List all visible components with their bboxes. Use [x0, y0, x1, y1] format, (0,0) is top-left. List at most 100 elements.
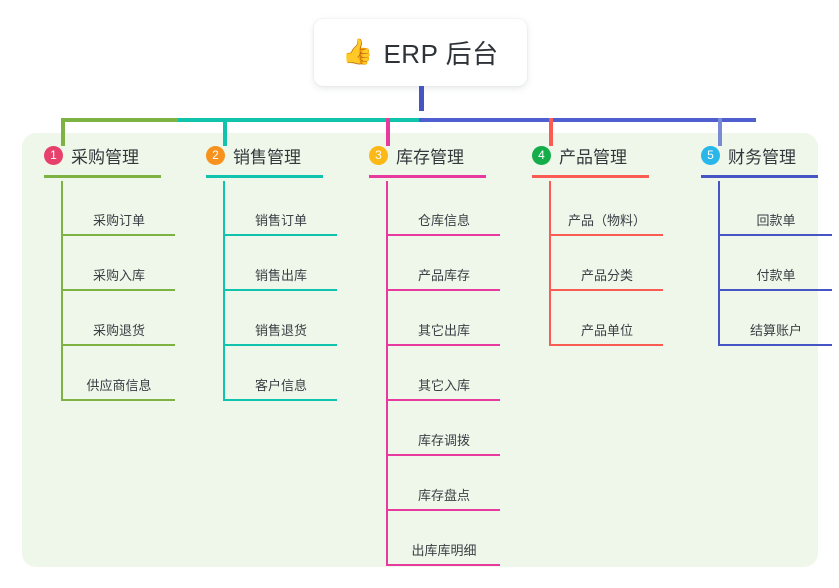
- column-rule-purchase: [44, 175, 161, 178]
- menu-item-purchase-2[interactable]: 采购入库: [63, 236, 175, 291]
- trunk-line-finance: [718, 181, 720, 346]
- menu-item-inventory-6[interactable]: 库存盘点: [388, 456, 500, 511]
- drop-line-inventory: [386, 118, 390, 146]
- column-finance: 5 财务管理: [687, 142, 818, 178]
- column-badge-2: 2: [206, 145, 225, 165]
- column-header-purchase[interactable]: 1 采购管理: [30, 142, 161, 168]
- menu-item-rule: [720, 289, 832, 291]
- menu-item-product-1[interactable]: 产品（物料）: [551, 181, 663, 236]
- column-product: 4 产品管理: [518, 142, 649, 178]
- diagram-panel: [22, 133, 818, 567]
- thumbs-up-icon: 👍: [342, 38, 374, 66]
- menu-item-inventory-5[interactable]: 库存调拨: [388, 401, 500, 456]
- menu-item-rule: [63, 234, 175, 236]
- menu-item-product-3[interactable]: 产品单位: [551, 291, 663, 346]
- menu-item-label: 产品分类: [580, 268, 633, 283]
- menu-item-rule: [63, 289, 175, 291]
- menu-item-inventory-1[interactable]: 仓库信息: [388, 181, 500, 236]
- menu-item-rule: [720, 344, 832, 346]
- menu-item-rule: [388, 344, 500, 346]
- menu-item-purchase-1[interactable]: 采购订单: [63, 181, 175, 236]
- menu-item-rule: [225, 289, 337, 291]
- column-badge-4: 4: [532, 145, 551, 165]
- root-node-content: 👍 ERP 后台: [342, 34, 498, 71]
- drop-line-product: [549, 118, 553, 146]
- menu-item-label: 采购退货: [92, 323, 145, 338]
- menu-item-sales-3[interactable]: 销售退货: [225, 291, 337, 346]
- menu-item-rule: [388, 289, 500, 291]
- trunk-line-purchase: [61, 181, 63, 401]
- menu-item-sales-2[interactable]: 销售出库: [225, 236, 337, 291]
- column-badge-1: 1: [44, 145, 63, 165]
- menu-item-sales-1[interactable]: 销售订单: [225, 181, 337, 236]
- menu-item-label: 采购订单: [92, 213, 145, 228]
- menu-item-label: 销售退货: [254, 323, 307, 338]
- menu-item-label: 库存盘点: [417, 488, 470, 503]
- column-rule-finance: [701, 175, 818, 178]
- bus-segment-1: [61, 118, 178, 122]
- root-node-erp-backend[interactable]: 👍 ERP 后台: [314, 19, 527, 86]
- column-rule-inventory: [369, 175, 486, 178]
- bus-segment-3: [419, 118, 756, 122]
- menu-item-rule: [63, 344, 175, 346]
- menu-item-label: 客户信息: [254, 378, 307, 393]
- trunk-line-product: [549, 181, 551, 346]
- drop-line-finance: [718, 118, 722, 146]
- column-rule-sales: [206, 175, 323, 178]
- menu-item-rule: [225, 399, 337, 401]
- menu-item-label: 出库库明细: [411, 543, 477, 558]
- column-header-product[interactable]: 4 产品管理: [518, 142, 649, 168]
- menu-item-label: 产品单位: [580, 323, 633, 338]
- column-badge-3: 3: [369, 145, 388, 165]
- menu-item-rule: [225, 344, 337, 346]
- menu-item-finance-1[interactable]: 回款单: [720, 181, 832, 236]
- trunk-line-sales: [223, 181, 225, 401]
- column-title-sales: 销售管理: [233, 147, 301, 167]
- root-stem-line: [419, 86, 424, 111]
- column-rule-product: [532, 175, 649, 178]
- menu-item-label: 库存调拨: [417, 433, 470, 448]
- menu-item-label: 仓库信息: [417, 213, 470, 228]
- menu-item-label: 销售订单: [254, 213, 307, 228]
- trunk-line-inventory: [386, 181, 388, 566]
- menu-item-rule: [551, 344, 663, 346]
- menu-item-rule: [551, 234, 663, 236]
- menu-item-label: 产品库存: [417, 268, 470, 283]
- menu-item-purchase-3[interactable]: 采购退货: [63, 291, 175, 346]
- column-title-purchase: 采购管理: [71, 147, 139, 167]
- column-title-product: 产品管理: [559, 147, 627, 167]
- menu-item-label: 其它出库: [417, 323, 470, 338]
- menu-item-rule: [720, 234, 832, 236]
- menu-item-rule: [388, 399, 500, 401]
- menu-item-label: 付款单: [756, 268, 796, 283]
- menu-item-label: 回款单: [756, 213, 796, 228]
- column-header-sales[interactable]: 2 销售管理: [192, 142, 323, 168]
- menu-item-rule: [63, 399, 175, 401]
- menu-item-inventory-3[interactable]: 其它出库: [388, 291, 500, 346]
- menu-item-finance-3[interactable]: 结算账户: [720, 291, 832, 346]
- menu-item-finance-2[interactable]: 付款单: [720, 236, 832, 291]
- menu-item-label: 结算账户: [749, 323, 802, 338]
- menu-item-inventory-2[interactable]: 产品库存: [388, 236, 500, 291]
- column-title-finance: 财务管理: [728, 147, 796, 167]
- column-purchase: 1 采购管理: [30, 142, 161, 178]
- drop-line-purchase: [61, 118, 65, 146]
- menu-item-purchase-4[interactable]: 供应商信息: [63, 346, 175, 401]
- menu-item-label: 产品（物料）: [567, 213, 646, 228]
- menu-item-sales-4[interactable]: 客户信息: [225, 346, 337, 401]
- menu-item-label: 其它入库: [417, 378, 470, 393]
- menu-item-label: 采购入库: [92, 268, 145, 283]
- root-node-title: ERP 后台: [383, 39, 499, 69]
- bus-segment-2: [178, 118, 419, 122]
- menu-item-label: 供应商信息: [86, 378, 152, 393]
- menu-item-product-2[interactable]: 产品分类: [551, 236, 663, 291]
- menu-item-inventory-7[interactable]: 出库库明细: [388, 511, 500, 566]
- column-header-finance[interactable]: 5 财务管理: [687, 142, 818, 168]
- menu-item-rule: [388, 454, 500, 456]
- menu-item-label: 销售出库: [254, 268, 307, 283]
- menu-item-inventory-4[interactable]: 其它入库: [388, 346, 500, 401]
- column-badge-5: 5: [701, 145, 720, 165]
